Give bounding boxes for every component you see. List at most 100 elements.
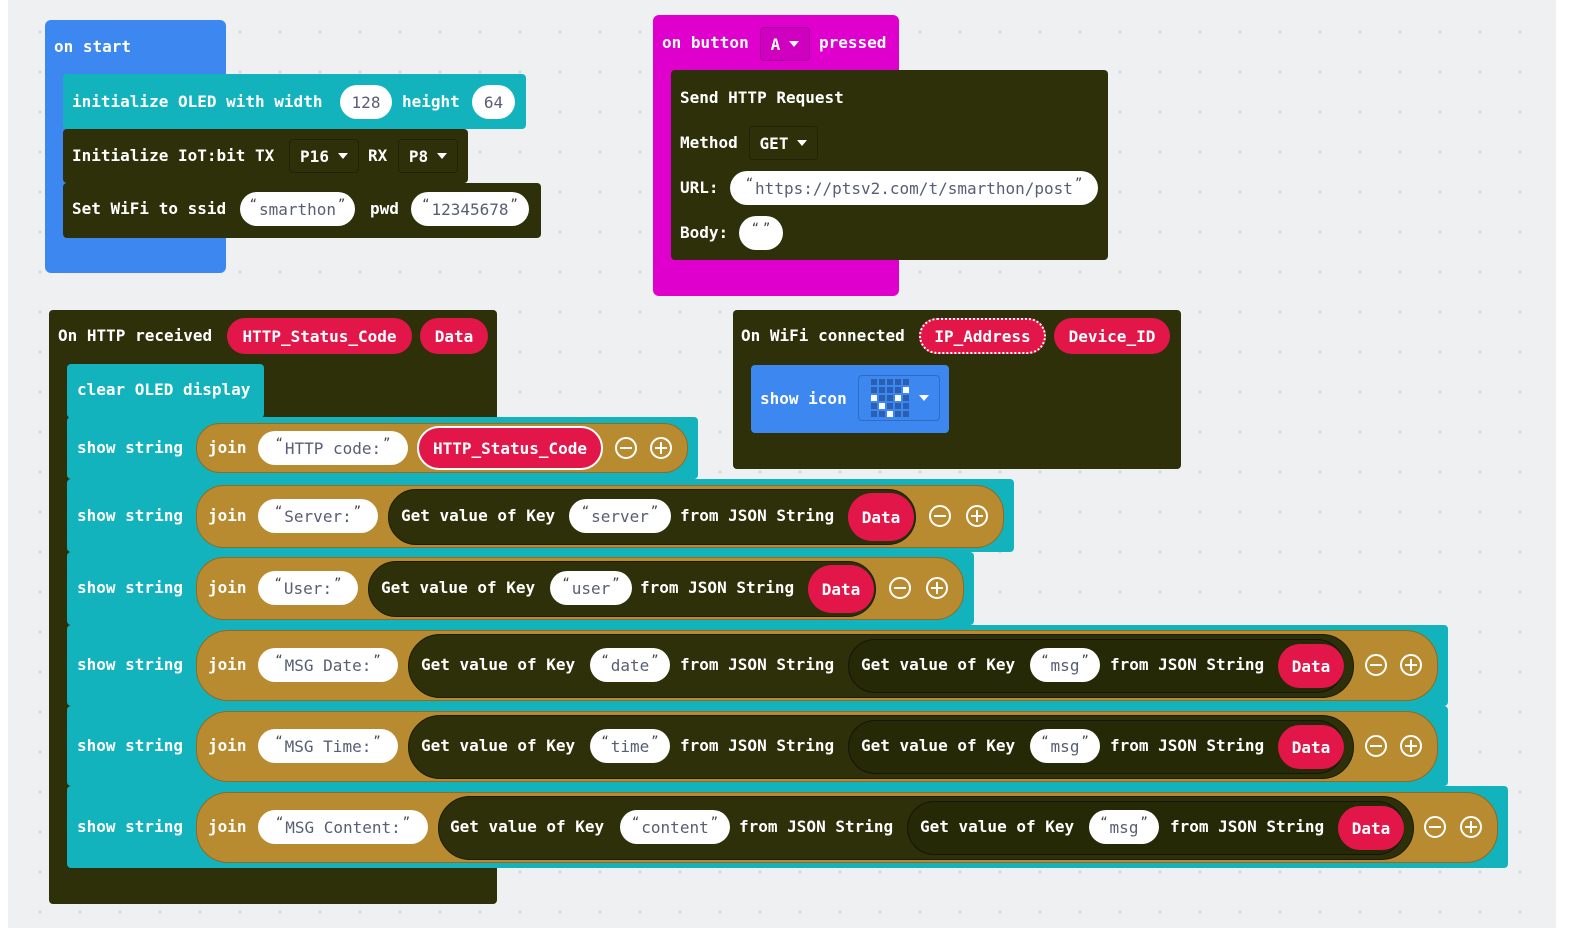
pressed-label: pressed [819,33,887,52]
method-value: GET [759,133,789,153]
from-json-label: from JSON String [680,506,835,525]
data-var[interactable]: Data [848,493,914,541]
send-http-title: Send HTTP Request [680,88,844,107]
from-json-label: from JSON String [640,578,795,597]
on-button-label: on button [662,33,749,52]
from-json-label: from JSON String [739,817,894,836]
on-wifi-label: On WiFi connected [741,326,905,345]
minus-icon[interactable] [1365,735,1387,757]
ssid-input[interactable]: smarthon [240,192,355,226]
init-oled-block[interactable] [63,74,526,129]
prefix-input[interactable]: HTTP code: [258,431,408,465]
method-label: Method [680,133,738,152]
join-label: join [208,438,247,457]
oled-width-input[interactable]: 128 [340,85,392,119]
chevron-down-icon [918,395,929,401]
tx-pin-dropdown[interactable]: P16 [289,139,359,173]
body-input[interactable] [739,216,783,250]
prefix-input[interactable]: MSG Date: [258,648,398,682]
prefix-input[interactable]: MSG Content: [258,810,428,844]
minus-icon[interactable] [615,437,637,459]
rx-pin-dropdown[interactable]: P8 [398,139,458,173]
rx-pin-value: P8 [408,146,429,166]
key-input[interactable]: content [620,810,730,844]
show-icon-label: show icon [760,389,847,408]
get-value-label: Get value of Key [401,506,556,525]
minus-icon[interactable] [889,577,911,599]
clear-oled-label: clear OLED display [77,380,251,399]
ip-address-param[interactable]: IP_Address [919,318,1046,354]
join-label: join [208,655,247,674]
plus-icon[interactable] [1400,654,1422,676]
pwd-input[interactable]: 12345678 [411,192,529,226]
button-dropdown[interactable]: A [760,27,810,61]
data-param[interactable]: Data [420,318,488,354]
get-value-label: Get value of Key [381,578,536,597]
device-id-param[interactable]: Device_ID [1054,318,1170,354]
get-value-label: Get value of Key [421,655,576,674]
url-input[interactable]: https://ptsv2.com/t/smarthon/post [730,171,1098,205]
show-string-label: show string [77,817,183,836]
plus-icon[interactable] [966,505,988,527]
plus-icon[interactable] [926,577,948,599]
on-http-label: On HTTP received [58,326,213,345]
chevron-down-icon [797,140,808,146]
key-input[interactable]: server [569,499,671,533]
blocks-workspace[interactable]: on start initialize OLED with width 128 … [8,0,1556,928]
chevron-down-icon [337,153,348,159]
get-value-label: Get value of Key [861,736,1016,755]
get-value-label: Get value of Key [421,736,576,755]
on-start-label: on start [54,37,132,56]
http-status-var[interactable]: HTTP_Status_Code [417,426,603,470]
plus-icon[interactable] [1460,816,1482,838]
minus-icon[interactable] [1365,654,1387,676]
init-iot-label: Initialize IoT:bit TX [72,146,275,165]
clear-oled-block[interactable] [67,364,264,418]
minus-icon[interactable] [1424,816,1446,838]
from-json-label: from JSON String [1110,655,1265,674]
chevron-down-icon [437,153,448,159]
plus-icon[interactable] [650,437,672,459]
data-var[interactable]: Data [1278,725,1344,769]
http-status-param[interactable]: HTTP_Status_Code [227,318,412,354]
from-json-label: from JSON String [1110,736,1265,755]
prefix-input[interactable]: MSG Time: [258,729,398,763]
minus-icon[interactable] [929,505,951,527]
get-value-label: Get value of Key [861,655,1016,674]
key-input[interactable]: user [550,571,632,605]
oled-height-input[interactable]: 64 [472,85,515,119]
inner-key-input[interactable]: msg [1030,729,1100,763]
oled-height-label: height [402,92,460,111]
pwd-label: pwd [370,199,399,218]
url-label: URL: [680,178,719,197]
button-value: A [770,34,781,54]
chevron-down-icon [789,41,800,47]
show-string-label: show string [77,506,183,525]
join-label: join [208,736,247,755]
method-dropdown[interactable]: GET [749,126,818,160]
inner-key-input[interactable]: msg [1030,648,1100,682]
from-json-label: from JSON String [1170,817,1325,836]
show-string-label: show string [77,736,183,755]
get-value-block[interactable] [368,561,876,617]
join-label: join [208,578,247,597]
show-string-label: show string [77,438,183,457]
data-var[interactable]: Data [808,565,874,613]
key-input[interactable]: date [590,648,670,682]
join-label: join [208,506,247,525]
check-icon [870,379,909,417]
prefix-input[interactable]: User: [258,571,358,605]
data-var[interactable]: Data [1278,644,1344,688]
init-oled-label: initialize OLED with width [72,92,323,111]
show-string-label: show string [77,655,183,674]
prefix-input[interactable]: Server: [258,499,378,533]
icon-dropdown[interactable] [858,375,940,421]
show-string-label: show string [77,578,183,597]
set-wifi-label: Set WiFi to ssid [72,199,227,218]
rx-label: RX [368,146,388,165]
data-var[interactable]: Data [1338,806,1404,850]
inner-key-input[interactable]: msg [1089,810,1159,844]
key-input[interactable]: time [590,729,670,763]
plus-icon[interactable] [1400,735,1422,757]
from-json-label: from JSON String [680,655,835,674]
